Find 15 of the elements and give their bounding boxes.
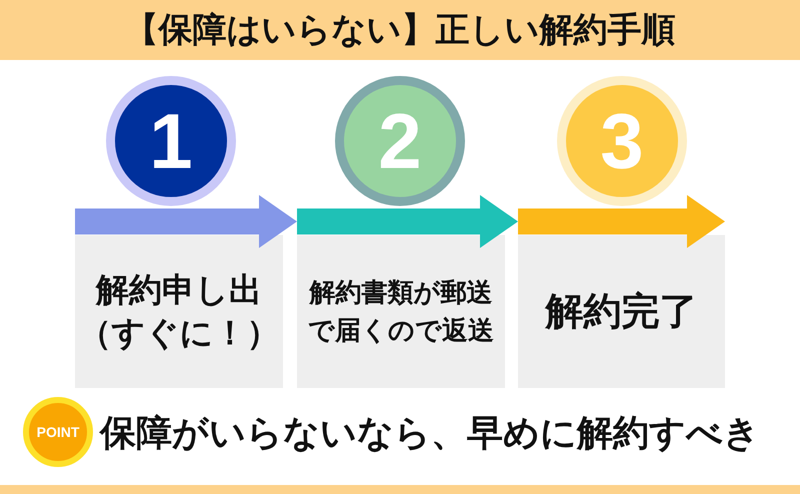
step-text: 解約完了 — [544, 288, 698, 334]
step-text: 解約申し出（すぐに！） — [78, 268, 280, 354]
step-card — [518, 235, 725, 388]
point-text: 保障がいらないなら、早めに解約すべき — [100, 412, 760, 456]
step-card — [297, 235, 505, 388]
step-number: 1 — [149, 102, 193, 180]
title-text: 【保障はいらない】正しい解約手順 — [124, 10, 676, 50]
arrow — [518, 195, 725, 248]
arrow — [75, 195, 297, 248]
step-card — [75, 235, 283, 388]
step-text: 解約書類が郵送で届くので返送 — [307, 276, 495, 348]
step-number: 2 — [378, 102, 422, 180]
arrow — [297, 195, 518, 248]
badge-text: POINT — [36, 425, 80, 439]
step-number: 3 — [600, 102, 644, 180]
